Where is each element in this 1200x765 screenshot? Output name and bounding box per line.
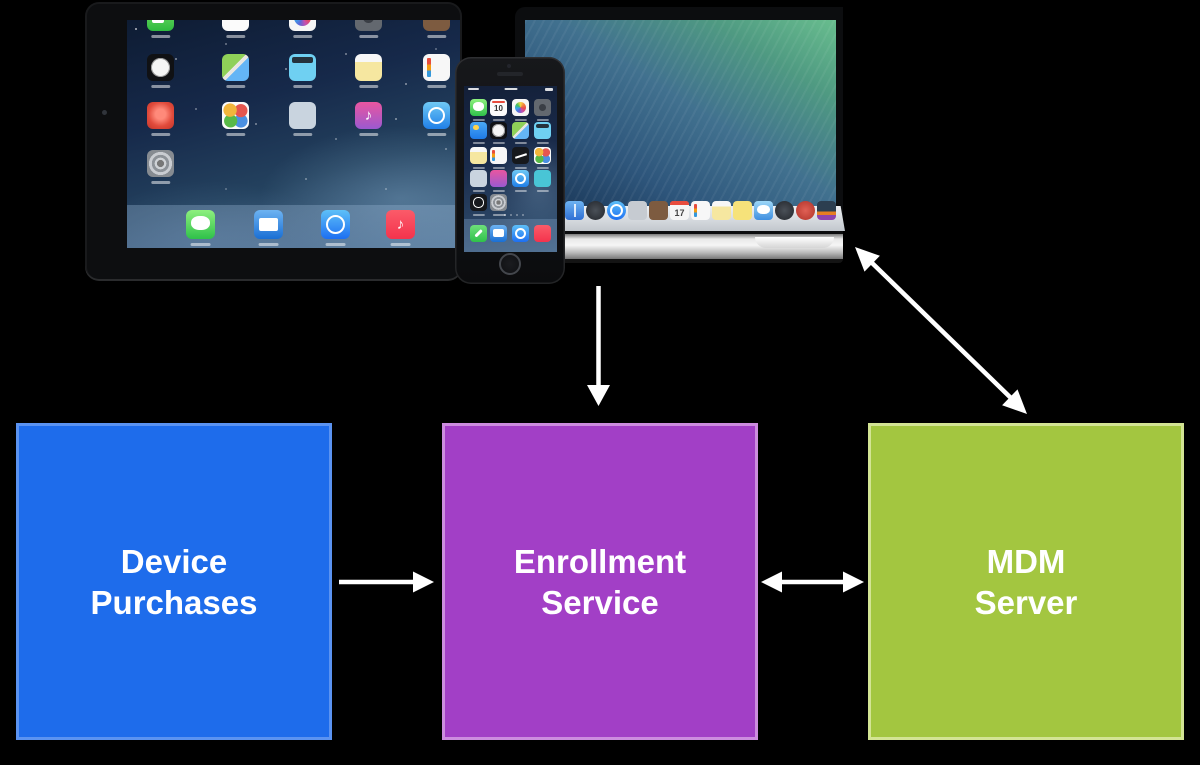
iphone-home-button (499, 253, 521, 275)
maps-icon (512, 122, 529, 139)
arrow-purchases-to-enrollment (339, 571, 434, 593)
game-center-icon (534, 147, 551, 164)
music-icon (534, 225, 551, 242)
calendar-date: 17 (674, 208, 685, 218)
ipad-image: ♪ ♪ (85, 2, 462, 281)
macbook-lid-notch (755, 237, 834, 248)
phone-icon (470, 225, 487, 242)
box-mdm-server: MDM Server (868, 423, 1184, 740)
finder-icon (565, 201, 584, 220)
stocks-icon (512, 147, 529, 164)
reminders-icon (691, 201, 710, 220)
iphoto-icon (817, 201, 836, 220)
launchpad-icon (586, 201, 605, 220)
box-device-purchases: Device Purchases (16, 423, 332, 740)
app-store-icon (423, 102, 450, 129)
game-center-icon (222, 102, 249, 129)
mail-icon (254, 210, 283, 239)
newsstand-icon (470, 170, 487, 187)
arrow-enrollment-mdm (761, 571, 864, 593)
music-note-glyph: ♪ (364, 107, 373, 124)
itunes-store-icon: ♪ (355, 102, 382, 129)
contacts-icon (423, 20, 450, 31)
itunes-store-icon (490, 170, 507, 187)
notes-icon (355, 54, 382, 81)
clock-icon (147, 54, 174, 81)
messages-icon (186, 210, 215, 239)
mail-icon (490, 225, 507, 242)
arrow-devices-to-enrollment (587, 286, 610, 406)
camera-icon (534, 99, 551, 116)
calendar-icon: 17 (670, 201, 689, 220)
wallpaper-stars (135, 28, 137, 30)
device-purchases-label: Device Purchases (90, 542, 258, 621)
notes-icon (470, 147, 487, 164)
photos-icon (289, 20, 316, 31)
messages-icon (754, 201, 773, 220)
photo-booth-icon (775, 201, 794, 220)
safari-icon (607, 201, 626, 220)
stickies-icon (733, 201, 752, 220)
iphone-earpiece (497, 72, 523, 76)
macbook-shadow (508, 259, 843, 263)
home-screen-page-dots (504, 214, 506, 216)
app-store-icon (512, 170, 529, 187)
contacts-icon (649, 201, 668, 220)
calendar-icon (222, 20, 249, 31)
reminders-icon (490, 147, 507, 164)
facetime-icon (147, 20, 174, 31)
battery-indicator (545, 88, 553, 91)
music-note-glyph: ♪ (396, 216, 405, 233)
clock-icon (490, 122, 507, 139)
macbook-bezel: 17 (515, 7, 845, 235)
photo-booth-icon (147, 102, 174, 129)
iphone-screen: 10 (464, 86, 557, 252)
iphone-status-bar (468, 88, 553, 91)
apple-devices-illustration: ♪ ♪ 17 (0, 0, 1200, 300)
notes-icon (712, 201, 731, 220)
compass-icon (470, 194, 487, 211)
time-indicator (504, 88, 517, 90)
weather-icon (470, 122, 487, 139)
macbook-wallpaper: 17 (525, 20, 845, 231)
preview-icon (628, 201, 647, 220)
videos-icon (289, 54, 316, 81)
iphone-camera-dot (507, 64, 511, 68)
dvd-player-icon (796, 201, 815, 220)
settings-icon (490, 194, 507, 211)
settings-icon (147, 150, 174, 177)
enrollment-service-label: Enrollment Service (513, 542, 687, 621)
mdm-server-label: MDM Server (974, 542, 1078, 621)
music-icon: ♪ (386, 210, 415, 239)
maps-icon (222, 54, 249, 81)
messages-icon (470, 99, 487, 116)
iphone-image: 10 (455, 57, 565, 284)
box-enrollment-service: Enrollment Service (442, 423, 758, 740)
calendar-icon: 10 (490, 99, 507, 116)
passbook-icon (534, 170, 551, 187)
newsstand-icon (289, 102, 316, 129)
videos-icon (534, 122, 551, 139)
macbook-image: 17 (508, 7, 845, 263)
ipad-screen: ♪ ♪ (127, 20, 460, 248)
carrier-signal-indicator (468, 88, 479, 90)
safari-icon (321, 210, 350, 239)
calendar-date: 10 (494, 104, 503, 113)
safari-icon (512, 225, 529, 242)
reminders-icon (423, 54, 450, 81)
camera-icon (355, 20, 382, 31)
ipad-camera-dot (102, 110, 107, 115)
photos-icon (512, 99, 529, 116)
